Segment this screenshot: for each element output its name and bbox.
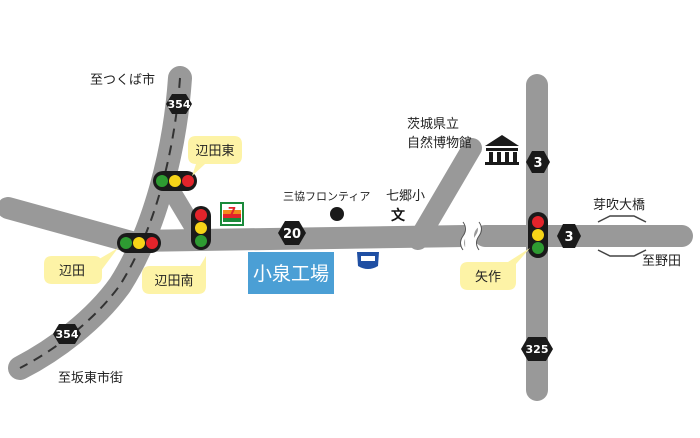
route-20-label: 20 xyxy=(283,227,301,242)
route-325-marker: 325 xyxy=(521,337,553,361)
road-break-mark xyxy=(461,221,481,251)
company-badge-icon xyxy=(357,252,379,269)
callout-hetada-minami-label: 辺田南 xyxy=(154,273,193,289)
factory-box xyxy=(248,252,334,294)
road-break-outline xyxy=(460,221,482,251)
factory-label: 小泉工場 xyxy=(253,263,329,285)
school-icon: 文 xyxy=(391,207,406,224)
callout-hetada: 辺田 xyxy=(44,248,118,284)
label-to-tsukuba: 至つくば市 xyxy=(90,72,155,88)
route-3-east-label: 3 xyxy=(564,230,573,245)
traffic-signal-hetada xyxy=(117,233,161,253)
route-354-north-label: 354 xyxy=(168,98,191,111)
label-to-sakatoshi: 至坂東市街 xyxy=(58,370,123,386)
label-bridge: 芽吹大橋 xyxy=(593,198,645,213)
route-20-marker: 20 xyxy=(278,221,306,245)
sankyo-frontier-label: 三協フロンティア xyxy=(283,190,370,203)
callout-yahagi: 矢作 xyxy=(460,248,530,290)
museum-label-line2: 自然博物館 xyxy=(407,135,472,151)
callout-yahagi-label: 矢作 xyxy=(475,270,501,285)
label-to-noda: 至野田 xyxy=(642,254,681,269)
road-west xyxy=(0,197,146,254)
route-354-north-marker: 354 xyxy=(166,94,192,114)
sankyo-frontier-dot xyxy=(330,207,344,221)
traffic-signal-hetada-higashi xyxy=(153,171,197,191)
nanago-school-label: 七郷小 xyxy=(386,189,425,204)
seven-eleven-digit: 7 xyxy=(228,205,236,219)
bridge-mark xyxy=(597,215,647,257)
traffic-signal-yahagi xyxy=(528,212,548,258)
callout-hetada-higashi-label: 辺田東 xyxy=(195,143,234,159)
museum-label-line1: 茨城県立 xyxy=(407,117,459,132)
callout-hetada-higashi: 辺田東 xyxy=(188,136,242,176)
route-3-north-marker: 3 xyxy=(526,151,550,173)
route-354-south-marker: 354 xyxy=(53,324,81,344)
route-3-north-label: 3 xyxy=(533,156,542,171)
callout-hetada-label: 辺田 xyxy=(59,264,85,279)
route-354-south-label: 354 xyxy=(56,328,79,341)
route-325-label: 325 xyxy=(526,343,549,356)
route-3-east-marker: 3 xyxy=(557,224,581,248)
seven-eleven-icon: 7 xyxy=(220,202,244,226)
road-museum xyxy=(408,138,482,250)
callout-hetada-minami: 辺田南 xyxy=(142,256,206,294)
traffic-signal-hetada-minami xyxy=(191,206,211,250)
roads xyxy=(0,66,693,401)
museum-icon xyxy=(485,135,519,165)
route354-centerline xyxy=(19,77,181,369)
